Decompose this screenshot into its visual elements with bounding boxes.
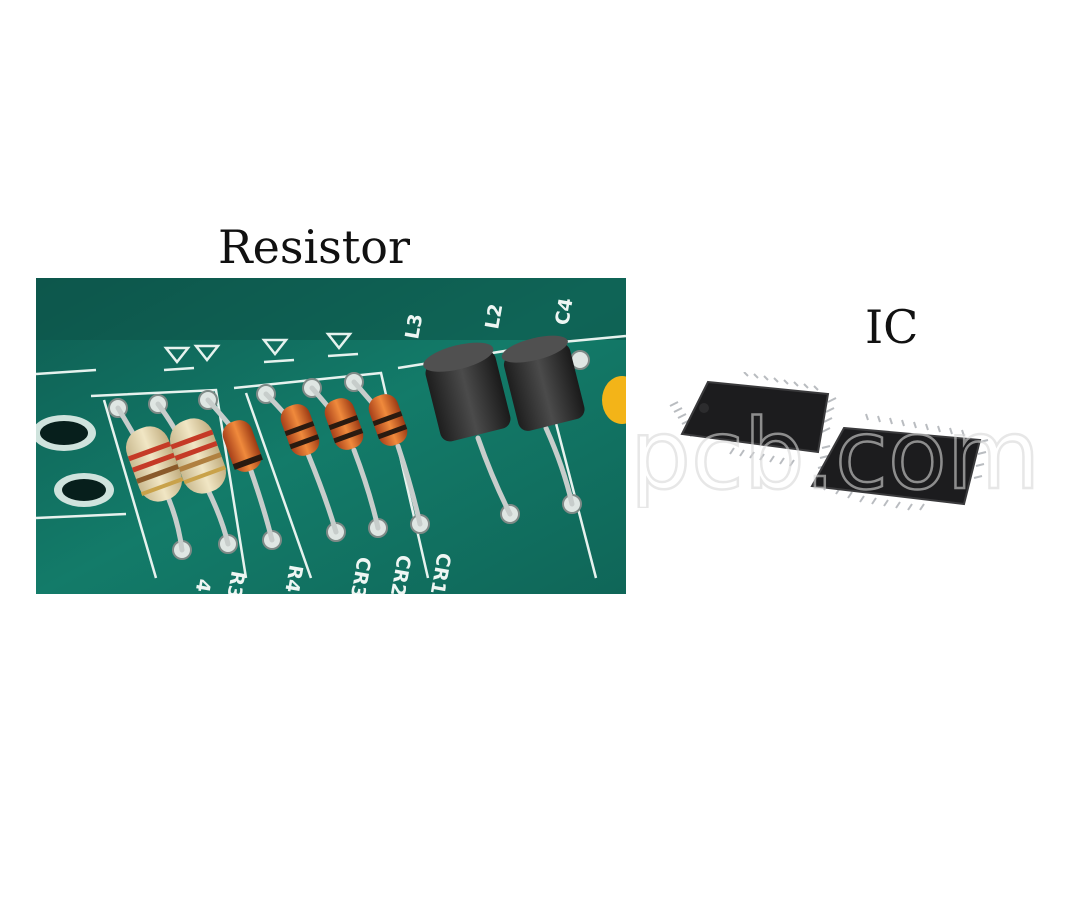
label-4: 4 [191, 577, 215, 594]
label-l3: L3 [401, 312, 427, 341]
label-c4: C4 [551, 296, 577, 327]
label-l2: L2 [481, 302, 507, 331]
pcb-photo: L3 L2 C4 4 R3 R4 CR3 CR2 CR1 [36, 278, 626, 594]
ic-label: IC [865, 300, 919, 354]
mounting-holes [36, 415, 114, 507]
silkscreen-labels: L3 L2 C4 4 R3 R4 CR3 CR2 CR1 [191, 296, 578, 594]
silkscreen-symbols [163, 332, 359, 372]
label-r4: R4 [280, 563, 307, 594]
diodes [222, 394, 408, 472]
ic-chips-photo [669, 372, 989, 511]
resistor-label: Resistor [218, 220, 410, 274]
ic-chip-1 [669, 372, 837, 467]
inductors [423, 335, 585, 442]
ic-chip-2 [810, 413, 989, 511]
label-r3: R3 [222, 569, 249, 594]
capacitor [602, 376, 626, 424]
resistors [125, 418, 227, 502]
